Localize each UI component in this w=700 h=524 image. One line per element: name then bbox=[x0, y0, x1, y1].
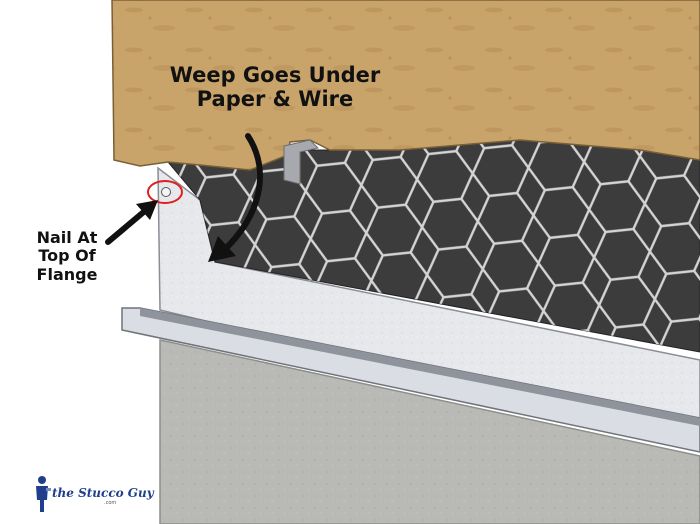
weep-callout: Weep Goes Under Paper & Wire bbox=[150, 63, 400, 111]
nail-arrowhead bbox=[136, 200, 158, 220]
nail-callout: Nail At Top Of Flange bbox=[22, 228, 112, 284]
stucco-guy-logo: the Stucco Guy .com bbox=[32, 474, 154, 518]
nail-head-icon bbox=[161, 187, 171, 197]
stucco-guy-person-icon bbox=[36, 476, 51, 512]
nail-callout-line-1: Nail At bbox=[36, 228, 98, 247]
weep-screed-groove bbox=[140, 308, 700, 426]
weep-arrowhead bbox=[208, 236, 236, 262]
weep-arrow bbox=[219, 133, 263, 255]
concrete-foundation bbox=[159, 339, 700, 524]
nail-highlight-circle bbox=[147, 180, 183, 204]
logo-domain: .com bbox=[104, 500, 117, 506]
weep-callout-line-1: Weep Goes Under bbox=[169, 63, 381, 87]
wire-lath bbox=[168, 140, 700, 352]
weep-screed-nose bbox=[121, 307, 700, 453]
nail-arrow bbox=[105, 207, 149, 245]
nail-callout-line-2: Top Of bbox=[38, 246, 96, 266]
nail-callout-line-3: Flange bbox=[36, 264, 98, 284]
stucco-cut-edge bbox=[283, 139, 319, 185]
logo-text: the Stucco Guy bbox=[52, 486, 154, 500]
weep-callout-line-2: Paper & Wire bbox=[196, 86, 354, 111]
